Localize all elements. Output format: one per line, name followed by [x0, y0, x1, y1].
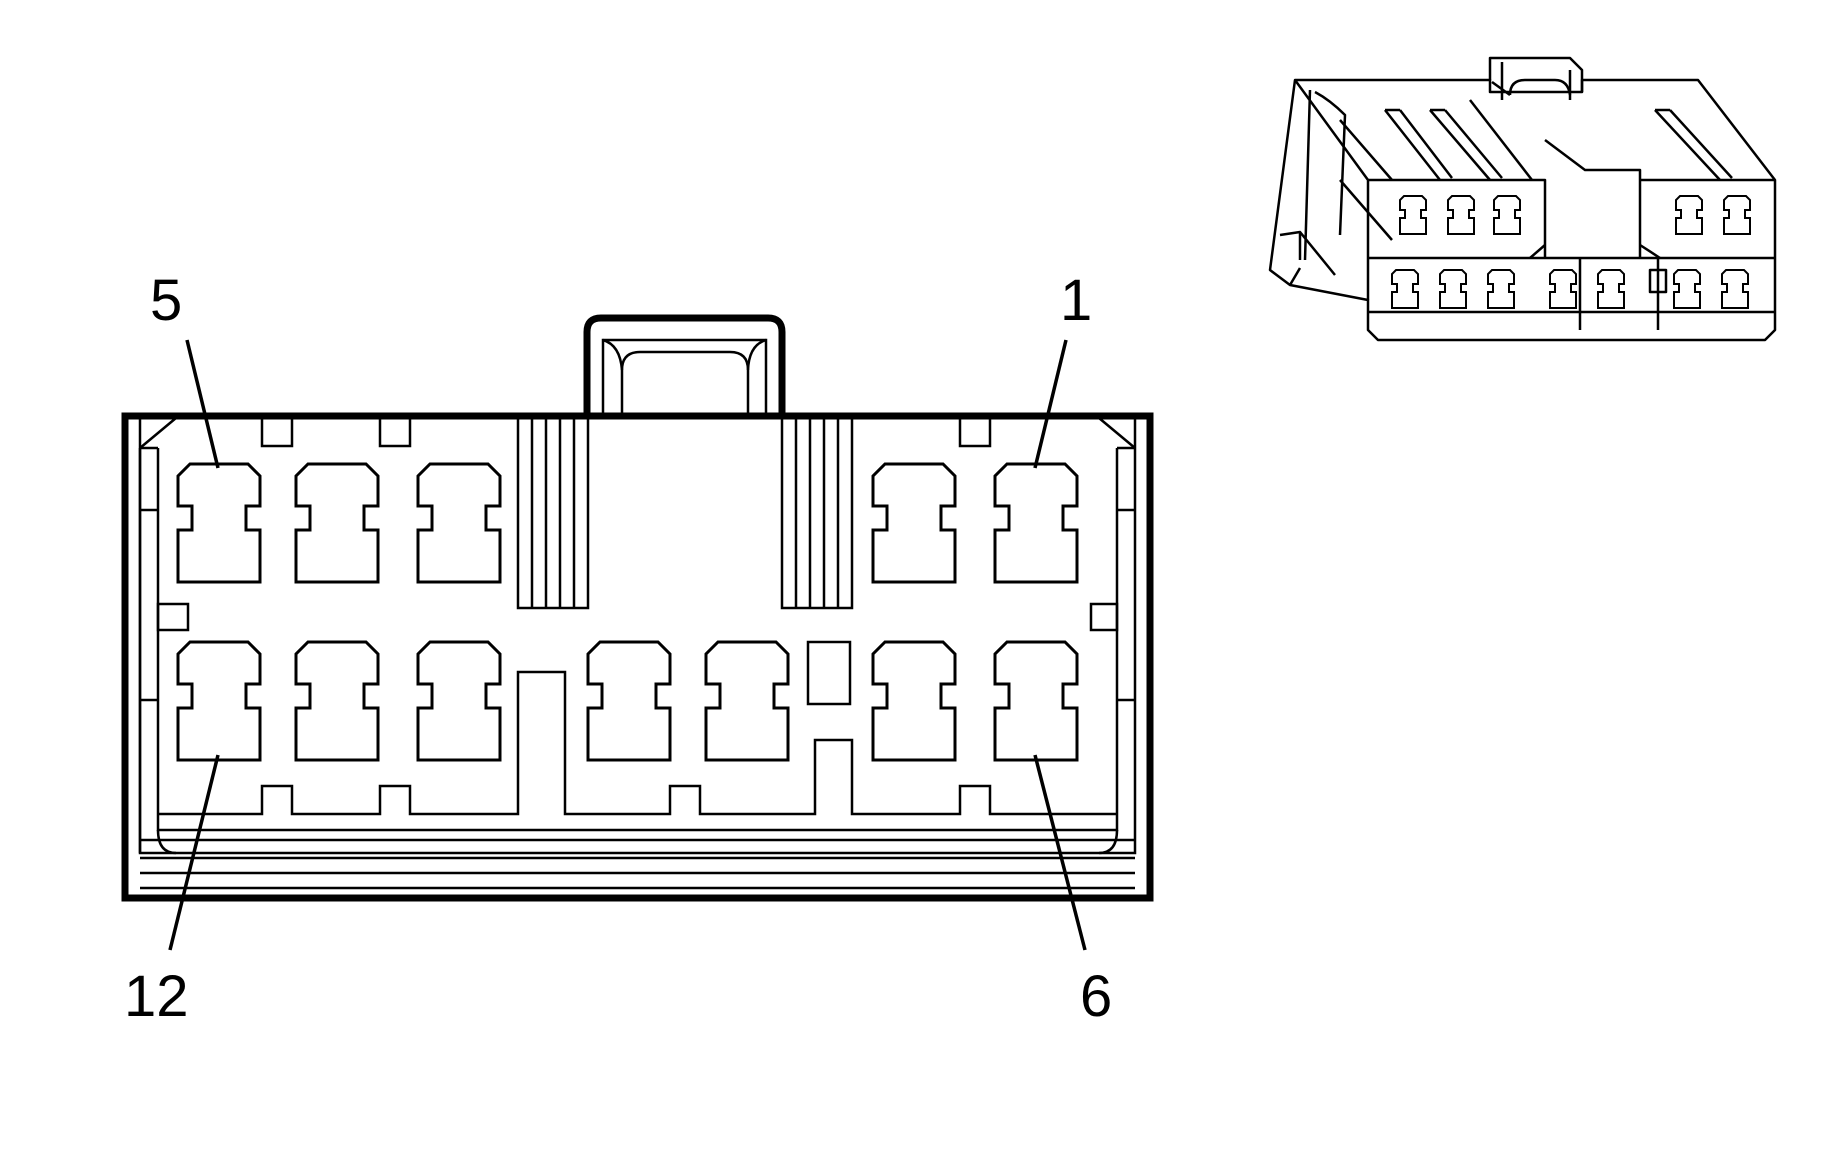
housing-outline	[121, 412, 1154, 902]
pin-label-12: 12	[124, 964, 189, 1029]
terminal-cavities	[176, 462, 1079, 762]
cavity-pin-9	[586, 640, 672, 762]
rib-guide-left	[516, 416, 590, 610]
pin-label-1: 1	[1060, 268, 1092, 333]
cavity-pin-12	[176, 640, 262, 762]
cavity-pin-3	[416, 462, 502, 584]
leader-pin-6	[1033, 754, 1087, 951]
connector-perspective-view	[1268, 56, 1777, 342]
cavity-pin-8	[704, 640, 790, 762]
bottom-profile	[158, 670, 1117, 816]
perspective-cavities	[1391, 195, 1751, 309]
housing-inner-frame	[138, 417, 1137, 890]
top-keyways	[260, 418, 992, 448]
rib-guide-right	[780, 416, 854, 610]
leader-pin-1	[1033, 339, 1068, 469]
cavity-pin-11	[294, 640, 380, 762]
leader-pin-12	[168, 754, 220, 951]
connector-face-view	[121, 314, 1154, 902]
pin-label-6: 6	[1080, 964, 1112, 1029]
side-tabs	[156, 602, 1119, 632]
pin-label-5: 5	[150, 268, 182, 333]
cavity-pin-7	[871, 640, 957, 762]
cavity-pin-10	[416, 640, 502, 762]
perspective-housing	[1268, 78, 1777, 342]
leader-pin-5	[185, 339, 220, 469]
perspective-latch	[1488, 56, 1584, 100]
cavity-pin-5	[176, 462, 262, 584]
blank-cavity	[806, 640, 852, 706]
latch-tab	[583, 314, 786, 416]
leader-lines	[168, 339, 1087, 951]
cavity-pin-6	[993, 640, 1079, 762]
cavity-pin-4	[294, 462, 380, 584]
cavity-pin-1	[993, 462, 1079, 584]
cavity-pin-2	[871, 462, 957, 584]
